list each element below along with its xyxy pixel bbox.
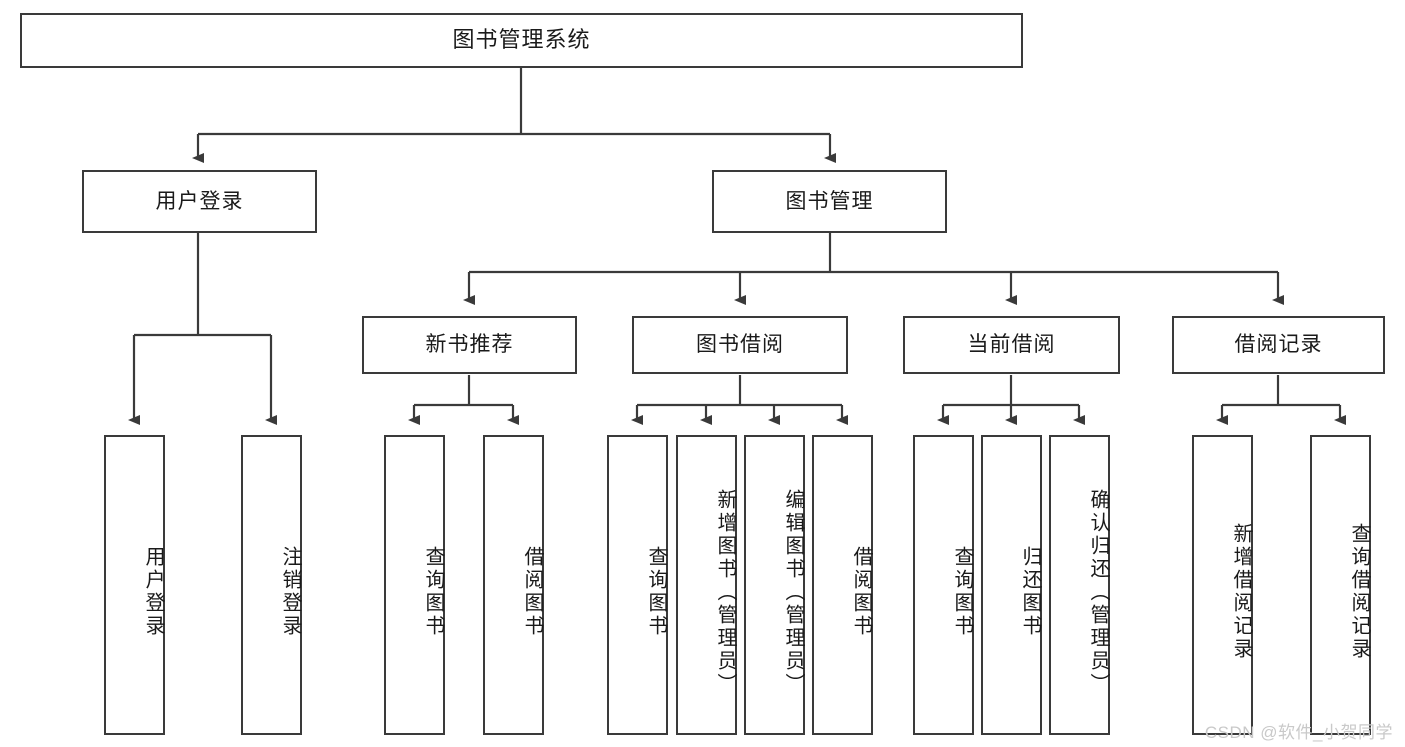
node-label: 图书借阅 (696, 333, 784, 357)
leaf-confirm-return-admin[interactable]: 确认归还（管理员） (1049, 435, 1110, 735)
node-label: 归还图书 (1019, 546, 1041, 638)
node-label: 编辑图书（管理员） (782, 488, 804, 696)
leaf-logout[interactable]: 注销登录 (241, 435, 302, 735)
node-borrow-records[interactable]: 借阅记录 (1172, 316, 1385, 374)
node-book-borrow[interactable]: 图书借阅 (632, 316, 848, 374)
node-label: 注销登录 (279, 546, 301, 638)
node-label: 确认归还（管理员） (1087, 488, 1109, 696)
node-label: 当前借阅 (967, 333, 1056, 357)
leaf-edit-book-admin[interactable]: 编辑图书（管理员） (744, 435, 805, 735)
node-label: 借阅记录 (1234, 333, 1323, 357)
node-root-system[interactable]: 图书管理系统 (20, 13, 1023, 68)
node-label: 新书推荐 (425, 333, 514, 357)
leaf-add-borrow-record[interactable]: 新增借阅记录 (1192, 435, 1253, 735)
node-book-management[interactable]: 图书管理 (712, 170, 947, 233)
node-current-borrow[interactable]: 当前借阅 (903, 316, 1120, 374)
node-user-login[interactable]: 用户登录 (82, 170, 317, 233)
leaf-user-login[interactable]: 用户登录 (104, 435, 165, 735)
node-new-book-recommend[interactable]: 新书推荐 (362, 316, 577, 374)
node-label: 新增借阅记录 (1230, 523, 1252, 661)
leaf-query-book-recommend[interactable]: 查询图书 (384, 435, 445, 735)
leaf-return-book[interactable]: 归还图书 (981, 435, 1042, 735)
leaf-borrow-book-recommend[interactable]: 借阅图书 (483, 435, 544, 735)
leaf-query-book-current[interactable]: 查询图书 (913, 435, 974, 735)
watermark: CSDN @软件_小贺同学 (1204, 723, 1393, 742)
node-label: 查询图书 (422, 546, 444, 638)
node-label: 查询图书 (951, 546, 973, 638)
node-label: 用户登录 (142, 546, 164, 638)
leaf-query-book-borrow[interactable]: 查询图书 (607, 435, 668, 735)
leaf-add-book-admin[interactable]: 新增图书（管理员） (676, 435, 737, 735)
node-label: 新增图书（管理员） (714, 488, 736, 696)
node-label: 图书管理系统 (452, 27, 591, 53)
node-label: 用户登录 (155, 189, 244, 213)
node-label: 查询借阅记录 (1348, 523, 1370, 661)
node-label: 查询图书 (645, 546, 667, 638)
node-label: 借阅图书 (850, 546, 872, 638)
leaf-borrow-book[interactable]: 借阅图书 (812, 435, 873, 735)
leaf-query-borrow-record[interactable]: 查询借阅记录 (1310, 435, 1371, 735)
node-label: 借阅图书 (521, 546, 543, 638)
node-label: 图书管理 (785, 189, 874, 213)
